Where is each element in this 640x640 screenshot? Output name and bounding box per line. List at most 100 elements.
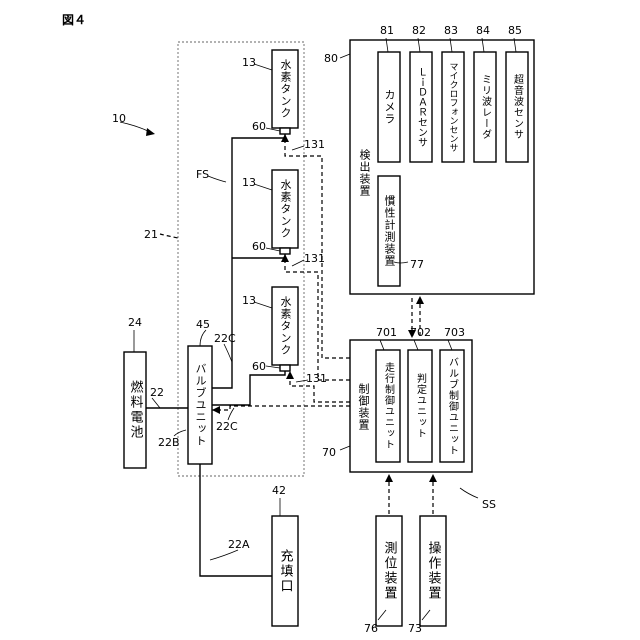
ref-42: 42 [272,484,286,497]
microphone-label-wrap: マイクロフォンセンサ [442,52,464,162]
tank-2-label: 水素タンク [277,179,293,239]
ref-10: 10 [112,112,126,125]
ref-13-3: 13 [242,294,256,307]
inertial-label: 慣性計測装置 [381,195,397,267]
control-device-label: 制御装置 [355,383,371,431]
tank-port-1 [280,128,290,134]
tank-3-label: 水素タンク [277,296,293,356]
tank-1-label: 水素タンク [277,59,293,119]
judge-unit-label: 判定ユニット [413,373,428,439]
leader-21 [160,234,178,238]
ref-83: 83 [444,24,458,37]
valve-control-label: バルブ制御ユニット [445,357,460,456]
ref-13-1: 13 [242,56,256,69]
ref-60-1: 60 [252,120,266,133]
control-title-wrap: 制御装置 [352,372,374,442]
leader-FS [208,176,226,182]
ref-22C-bottom: 22C [216,420,238,433]
valve-ctrl-label-wrap: バルブ制御ユニット [440,350,464,462]
tank-port-3 [280,365,290,371]
leader-131-1 [292,146,304,150]
leader-10-arrow [146,128,155,136]
ref-SS: SS [482,498,496,511]
tank-2-label-wrap: 水素タンク [272,170,298,248]
leader-13-3 [254,302,272,308]
leader-22C-top [224,344,232,362]
camera-label: カメラ [381,89,397,125]
fill-port-label: 充填口 [276,549,295,594]
millimeter-label: ミリ波レーダ [478,74,493,140]
ultrasonic-label: 超音波センサ [510,74,525,140]
ref-85: 85 [508,24,522,37]
ref-60-2: 60 [252,240,266,253]
ref-60-3: 60 [252,360,266,373]
operation-label-wrap: 操作装置 [420,516,446,626]
leader-SS [460,488,478,498]
arrow-into-detector [416,296,424,304]
leader-22A [210,550,238,560]
ref-13-2: 13 [242,176,256,189]
ref-22C-top: 22C [214,332,236,345]
leader-80 [340,54,350,58]
ref-22A: 22A [228,538,250,551]
ultrasonic-label-wrap: 超音波センサ [506,52,528,162]
ref-131-3: 131 [306,372,327,385]
ref-FS: FS [196,168,209,181]
leader-13-2 [254,184,272,190]
lidar-label: ＬｉＤＡＲセンサ [414,67,429,147]
ref-703: 703 [444,326,465,339]
leader-45 [200,330,206,346]
ref-81: 81 [380,24,394,37]
detection-title-wrap: 検出装置 [352,128,376,218]
millimeter-label-wrap: ミリ波レーダ [474,52,496,162]
drive-label-wrap: 走行制御ユニット [376,350,400,462]
fuel-cell-label: 燃料電池 [126,380,145,440]
fuel-cell-label-wrap: 燃料電池 [124,352,146,468]
leader-131-2 [292,260,304,266]
ref-131-2: 131 [304,252,325,265]
camera-label-wrap: カメラ [378,52,400,162]
line-22A [200,464,272,576]
positioning-label: 測位装置 [380,541,399,601]
ref-76: 76 [364,622,378,635]
tank-1-label-wrap: 水素タンク [272,50,298,128]
microphone-label: マイクロフォンセンサ [447,62,460,152]
drive-control-label: 走行制御ユニット [381,362,396,450]
ref-22B: 22B [158,436,180,449]
ref-82: 82 [412,24,426,37]
ref-701: 701 [376,326,397,339]
figure-label: 図４ [62,13,86,27]
ref-45: 45 [196,318,210,331]
leader-70 [340,446,350,450]
ref-24: 24 [128,316,142,329]
tank-port-2 [280,248,290,254]
leader-13-1 [254,64,272,70]
ref-22: 22 [150,386,164,399]
ref-84: 84 [476,24,490,37]
arrow-tank3 [286,371,294,379]
leader-22C-bottom [228,408,234,420]
judge-label-wrap: 判定ユニット [408,350,432,462]
tank-3-label-wrap: 水素タンク [272,287,298,365]
valve-unit-label: バルブユニット [192,363,208,447]
leader-60-3 [266,366,280,368]
ref-77: 77 [410,258,424,271]
positioning-label-wrap: 測位装置 [376,516,402,626]
inertial-label-wrap: 慣性計測装置 [378,176,400,286]
line-22C-tank2 [232,254,285,258]
arrow-positioning [385,474,393,482]
leader-22 [152,398,160,408]
valve-unit-label-wrap: バルブユニット [188,346,212,464]
ref-73: 73 [408,622,422,635]
ref-702: 702 [410,326,431,339]
ref-21: 21 [144,228,158,241]
arrow-operation [429,474,437,482]
arrow-valve [212,406,220,414]
lidar-label-wrap: ＬｉＤＡＲセンサ [410,52,432,162]
detection-device-label: 検出装置 [356,149,372,197]
ref-80: 80 [324,52,338,65]
ref-131-1: 131 [304,138,325,151]
fill-port-label-wrap: 充填口 [272,516,298,626]
ref-70: 70 [322,446,336,459]
